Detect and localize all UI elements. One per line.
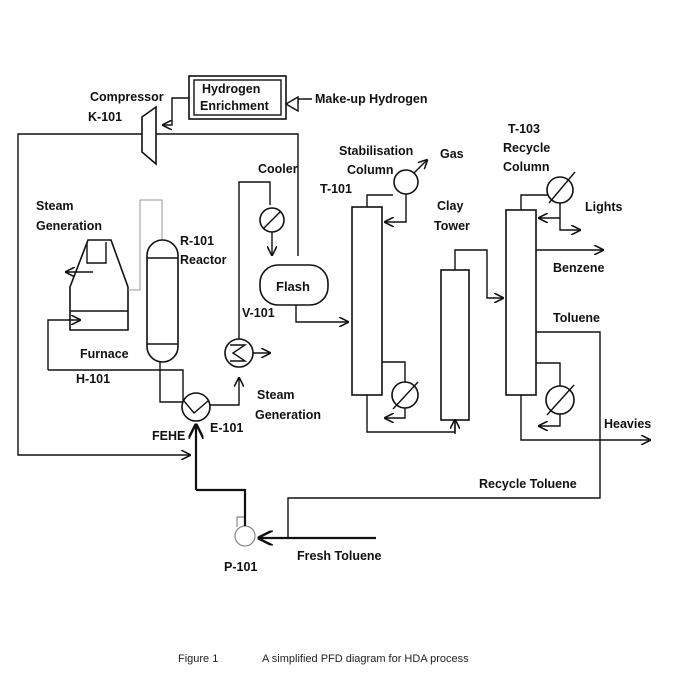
hydrogen-enrichment-unit xyxy=(188,75,287,120)
compressor-tag: K-101 xyxy=(88,110,122,124)
steam-gen-bottom-label-1: Steam xyxy=(257,388,295,402)
stabilisation-label-2: Column xyxy=(347,163,394,177)
recycle-reboiler-return xyxy=(539,414,561,426)
flash-label: Flash xyxy=(276,279,310,294)
compressor-label: Compressor xyxy=(90,90,164,104)
recycle-column-tag: T-103 xyxy=(508,122,540,136)
recycle-column-t103 xyxy=(505,209,537,396)
steam-gen-bottom-label-2: Generation xyxy=(255,408,321,422)
clay-tower-label-1: Clay xyxy=(437,199,463,213)
compressor-k101 xyxy=(141,105,157,166)
figure-caption: A simplified PFD diagram for HDA process xyxy=(262,653,469,665)
enrichment-to-compressor-line xyxy=(163,97,189,125)
steam-generation-exchanger xyxy=(224,338,254,368)
makeup-hydrogen-line xyxy=(284,95,312,113)
recycle-toluene-label: Recycle Toluene xyxy=(479,477,577,491)
recycle-column-label-1: Recycle xyxy=(503,141,550,155)
reactor-tag: R-101 xyxy=(180,234,214,248)
recycle-reboiler-feed xyxy=(536,362,561,386)
fehe-e101 xyxy=(181,392,211,422)
heavies-label: Heavies xyxy=(604,417,651,431)
flash-tag: V-101 xyxy=(242,306,275,320)
recycle-toluene-line xyxy=(287,331,601,538)
benzene-label: Benzene xyxy=(553,261,604,275)
recycle-reboiler xyxy=(545,384,575,416)
recycle-column-label-2: Column xyxy=(503,160,550,174)
gas-label: Gas xyxy=(440,147,464,161)
furnace-to-fehe-line xyxy=(48,369,184,412)
clay-tower xyxy=(440,269,470,421)
furnace-label: Furnace xyxy=(80,347,129,361)
recycle-condenser xyxy=(546,171,576,204)
heavies-out-line xyxy=(520,395,650,440)
fehe-to-steamgen-line xyxy=(210,378,239,406)
lights-label: Lights xyxy=(585,200,623,214)
fresh-toluene-label: Fresh Toluene xyxy=(297,549,382,563)
furnace-tag: H-101 xyxy=(76,372,110,386)
clay-tower-label-2: Tower xyxy=(434,219,470,233)
cooler xyxy=(259,207,285,233)
reactor-r101 xyxy=(146,239,179,363)
pump-tag: P-101 xyxy=(224,560,257,574)
stab-overhead-line xyxy=(366,194,393,207)
reactor-to-steam-line xyxy=(128,199,163,291)
flash-drum-v101 xyxy=(259,264,329,306)
fehe-tag: E-101 xyxy=(210,421,243,435)
reactor-label: Reactor xyxy=(180,253,227,267)
recycle-gas-loop-line xyxy=(17,133,190,455)
stabilisation-label-1: Stabilisation xyxy=(339,144,413,158)
furnace-feed-line xyxy=(47,320,80,370)
hydrogen-enrichment-label-1: Hydrogen xyxy=(202,82,260,96)
pump-to-fehe-line xyxy=(196,488,247,526)
toluene-label: Toluene xyxy=(553,311,600,325)
hydrogen-enrichment-label-2: Enrichment xyxy=(200,99,270,113)
stabilisation-tag: T-101 xyxy=(320,182,352,196)
stabilisation-column-t101 xyxy=(351,206,383,396)
stab-reboiler-feed xyxy=(382,361,406,382)
makeup-hydrogen-label: Make-up Hydrogen xyxy=(315,92,428,106)
steam-gen-top-label-1: Steam xyxy=(36,199,74,213)
cooler-label: Cooler xyxy=(258,162,298,176)
stab-reboiler xyxy=(391,381,419,410)
steamgen-to-cooler-line xyxy=(238,181,271,339)
clay-to-recycle-col-line xyxy=(454,249,503,298)
flash-vapor-line xyxy=(156,133,299,256)
gas-out-arrow xyxy=(413,160,427,174)
stab-reboiler-return xyxy=(385,408,406,418)
flash-to-stabilisation-line xyxy=(295,305,348,322)
reactor-to-fehe-line xyxy=(159,362,183,403)
recycle-overhead-line xyxy=(520,194,548,210)
stab-reflux-line xyxy=(385,194,407,222)
figure-number: Figure 1 xyxy=(178,653,218,665)
steam-gen-top-label-2: Generation xyxy=(36,219,102,233)
furnace-h101 xyxy=(69,239,129,331)
lights-out-line xyxy=(559,203,580,230)
fehe-label: FEHE xyxy=(152,429,185,443)
stab-condenser xyxy=(393,169,419,195)
